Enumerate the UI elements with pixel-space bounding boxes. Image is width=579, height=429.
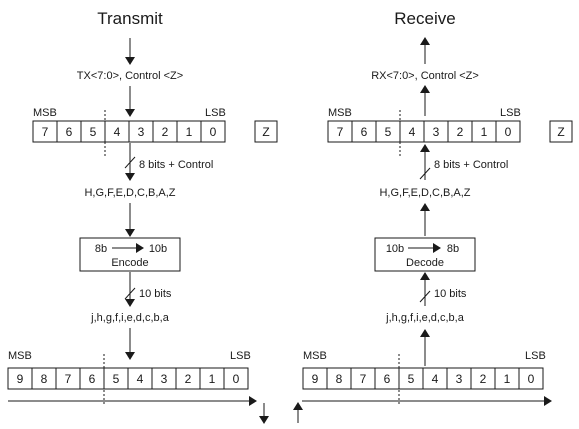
- rx-ten-digit: 5: [408, 372, 415, 386]
- tx-code-label: j,h,g,f,i,e,d,c,b,a: [90, 312, 170, 324]
- tx-ten-digit: 9: [17, 372, 24, 386]
- receive-title: Receive: [394, 9, 455, 28]
- rx-code-label: j,h,g,f,i,e,d,c,b,a: [385, 312, 465, 324]
- decoder-caption: Decode: [406, 257, 444, 269]
- tx-ten-digit: 8: [41, 372, 48, 386]
- encoder-input-width: 8b: [95, 243, 107, 255]
- tx-ten-digit: 3: [161, 372, 168, 386]
- tx-byte-digit: 2: [162, 125, 169, 139]
- rx-byte-digit: 4: [409, 125, 416, 139]
- rx-byte-digit: 2: [457, 125, 464, 139]
- rx-ten-digit: 3: [456, 372, 463, 386]
- rx-byte-digit: 6: [361, 125, 368, 139]
- rx-10bit-register: 9 8 7 6 5 4 3 2 1 0: [302, 367, 544, 390]
- tx-z-cell: [254, 120, 278, 143]
- encoder-caption: Encode: [111, 257, 148, 269]
- transmit-section: Transmit TX<7:0>, Control <Z> MSB LSB 7 …: [7, 9, 278, 424]
- encoder-output-width: 10b: [149, 243, 167, 255]
- decoder-input-width: 10b: [386, 243, 404, 255]
- tx-lsb-label: LSB: [205, 107, 226, 119]
- tx-z-label: Z: [262, 125, 269, 139]
- rx-ten-digit: 7: [360, 372, 367, 386]
- rx-10bit-slash: [419, 290, 431, 303]
- decoder-box: [374, 237, 476, 272]
- tx-ten-digit: 5: [113, 372, 120, 386]
- tx-letters-label: H,G,F,E,D,C,B,A,Z: [84, 187, 175, 199]
- tx-10bit-register: 9 8 7 6 5 4 3 2 1 0: [7, 367, 249, 390]
- tx-byte-register: 7 6 5 4 3 2 1 0: [32, 120, 226, 143]
- encoder-box: [79, 237, 181, 272]
- tx-byte-digit: 5: [90, 125, 97, 139]
- tx-ten-digit: 6: [89, 372, 96, 386]
- rx-ten-digit: 0: [528, 372, 535, 386]
- rx-ten-digit: 1: [504, 372, 511, 386]
- tx-byte-digit: 4: [114, 125, 121, 139]
- rx-output-label: RX<7:0>, Control <Z>: [371, 70, 479, 82]
- tx-byte-digit: 1: [186, 125, 193, 139]
- rx-byte-cell: [495, 120, 521, 143]
- rx-ten-digit: 8: [336, 372, 343, 386]
- rx-ten-cell: [518, 367, 544, 390]
- tx-10bit-slash: [124, 287, 136, 300]
- rx-byte-digit: 5: [385, 125, 392, 139]
- transmit-title: Transmit: [97, 9, 163, 28]
- tx-ten-digit: 4: [137, 372, 144, 386]
- rx-byte-digit: 0: [505, 125, 512, 139]
- tx-input-label: TX<7:0>, Control <Z>: [77, 70, 183, 82]
- tx-ten-digit: 1: [209, 372, 216, 386]
- rx-ten-digit: 4: [432, 372, 439, 386]
- tx-ten-lsb: LSB: [230, 350, 251, 362]
- tx-byte-digit: 7: [42, 125, 49, 139]
- rx-ten-digit: 6: [384, 372, 391, 386]
- rx-ten-msb: MSB: [303, 350, 327, 362]
- tx-ten-digit: 7: [65, 372, 72, 386]
- tx-byte-digit: 0: [210, 125, 217, 139]
- rx-msb-label: MSB: [328, 107, 352, 119]
- rx-z-label: Z: [557, 125, 564, 139]
- rx-lsb-label: LSB: [500, 107, 521, 119]
- tx-ten-msb: MSB: [8, 350, 32, 362]
- rx-bus-slash: [419, 167, 431, 180]
- rx-byte-digit: 3: [433, 125, 440, 139]
- rx-ten-lsb: LSB: [525, 350, 546, 362]
- rx-byte-register: 7 6 5 4 3 2 1 0: [327, 120, 521, 143]
- rx-byte-digit: 7: [337, 125, 344, 139]
- rx-z-cell: [549, 120, 573, 143]
- tx-byte-cell: [200, 120, 226, 143]
- rx-ten-digit: 9: [312, 372, 319, 386]
- rx-bus-label: 8 bits + Control: [434, 159, 508, 171]
- decoder-output-width: 8b: [447, 243, 459, 255]
- tx-byte-digit: 3: [138, 125, 145, 139]
- rx-byte-digit: 1: [481, 125, 488, 139]
- tx-bus-slash: [124, 156, 136, 169]
- rx-10bit-label: 10 bits: [434, 288, 467, 300]
- tx-ten-cell: [223, 367, 249, 390]
- tx-msb-label: MSB: [33, 107, 57, 119]
- receive-section: Receive RX<7:0>, Control <Z> MSB LSB 7 6…: [293, 9, 573, 423]
- tx-byte-digit: 6: [66, 125, 73, 139]
- rx-ten-digit: 2: [480, 372, 487, 386]
- tx-10bit-label: 10 bits: [139, 288, 172, 300]
- tx-bus-label: 8 bits + Control: [139, 159, 213, 171]
- tx-ten-digit: 0: [233, 372, 240, 386]
- tx-ten-digit: 2: [185, 372, 192, 386]
- rx-letters-label: H,G,F,E,D,C,B,A,Z: [379, 187, 470, 199]
